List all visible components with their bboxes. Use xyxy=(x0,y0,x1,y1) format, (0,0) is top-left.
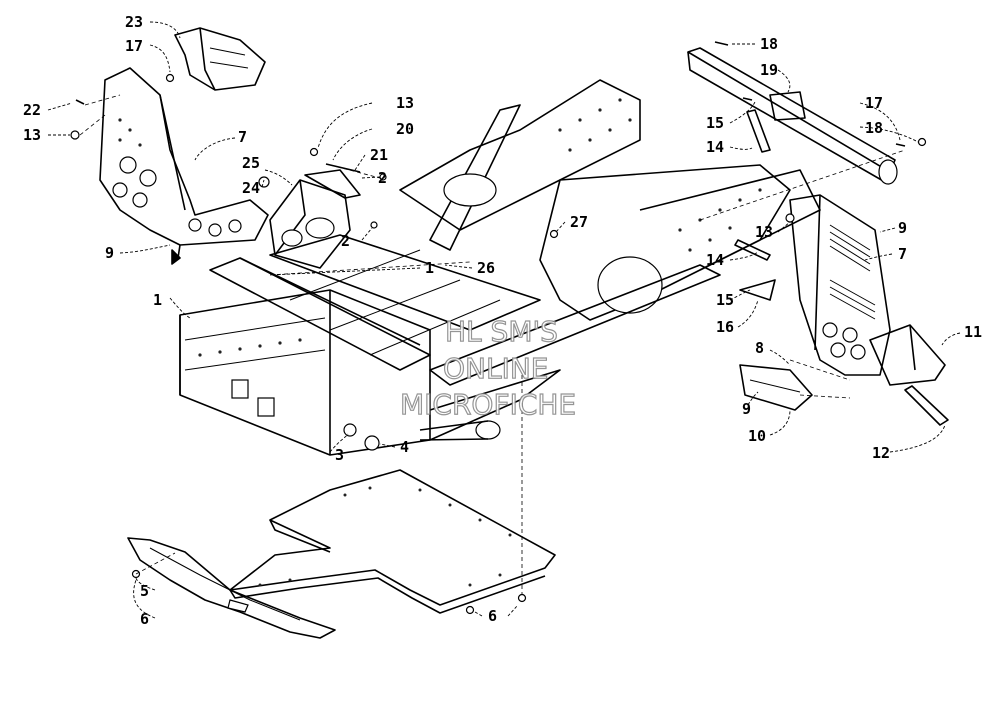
right-side-panel xyxy=(789,194,946,386)
callout-5: 5 xyxy=(140,582,149,600)
rivet-holes xyxy=(198,98,762,357)
callout-13-right: 13 xyxy=(755,223,773,241)
mount-bracket xyxy=(269,169,361,269)
callout-3: 3 xyxy=(335,446,344,464)
callout-26: 26 xyxy=(477,259,495,277)
belly-pan-rivets xyxy=(258,486,512,587)
pin xyxy=(734,239,771,261)
left-side-panel xyxy=(99,67,269,265)
callout-23: 23 xyxy=(125,13,143,31)
strap-bracket xyxy=(904,385,949,426)
callout-15-upper: 15 xyxy=(706,114,724,132)
callout-17-right: 17 xyxy=(865,94,883,112)
callout-11: 11 xyxy=(964,323,982,341)
callout-labels: 23 17 22 13 7 9 13 20 21 25 24 2 2 27 1 … xyxy=(23,13,982,628)
callout-8: 8 xyxy=(755,339,764,357)
watermark: HL SM'S ONLINE MICROFICHE xyxy=(399,314,576,421)
callout-14-upper: 14 xyxy=(706,138,724,156)
callout-19: 19 xyxy=(760,61,778,79)
callout-10: 10 xyxy=(748,427,766,445)
steering-crossbar xyxy=(687,47,898,185)
callout-21: 21 xyxy=(370,146,388,164)
callout-2-upper: 2 xyxy=(378,169,387,187)
callout-6-center: 6 xyxy=(488,607,497,625)
callout-1: 1 xyxy=(153,291,162,309)
callout-9-right: 9 xyxy=(898,219,907,237)
callout-6: 6 xyxy=(140,610,149,628)
callout-leaders xyxy=(47,21,961,619)
callout-2-lower: 2 xyxy=(341,232,350,250)
watermark-line-1: HL SM'S xyxy=(445,315,558,348)
callout-24: 24 xyxy=(242,179,260,197)
watermark-line-3: MICROFICHE xyxy=(400,388,576,421)
cone-cap xyxy=(739,279,776,301)
callout-7-right: 7 xyxy=(898,245,907,263)
callout-20: 20 xyxy=(396,120,414,138)
hardware xyxy=(70,41,927,615)
callout-18-right: 18 xyxy=(865,119,883,137)
callout-27: 27 xyxy=(570,213,588,231)
alignment-lines xyxy=(79,94,906,595)
callout-17: 17 xyxy=(125,37,143,55)
callout-4: 4 xyxy=(400,438,409,456)
footrest-bracket xyxy=(739,364,813,411)
callout-13: 13 xyxy=(23,126,41,144)
callout-13-center: 13 xyxy=(396,94,414,112)
chassis-frame xyxy=(179,79,821,456)
callout-9-lower: 9 xyxy=(742,400,751,418)
callout-14-lower: 14 xyxy=(706,251,724,269)
callout-7: 7 xyxy=(238,128,247,146)
callout-9: 9 xyxy=(105,244,114,262)
grille-mesh xyxy=(829,224,876,320)
callout-16: 16 xyxy=(716,318,734,336)
upper-left-bracket xyxy=(174,27,266,91)
callout-22: 22 xyxy=(23,101,41,119)
belly-pan xyxy=(229,469,556,614)
watermark-line-2: ONLINE xyxy=(443,352,548,385)
callout-15-lower: 15 xyxy=(716,291,734,309)
skid-plate xyxy=(127,537,336,639)
callout-18-upper: 18 xyxy=(760,35,778,53)
callout-1-center: 1 xyxy=(425,259,434,277)
callout-25: 25 xyxy=(242,154,260,172)
callout-12: 12 xyxy=(872,444,890,462)
